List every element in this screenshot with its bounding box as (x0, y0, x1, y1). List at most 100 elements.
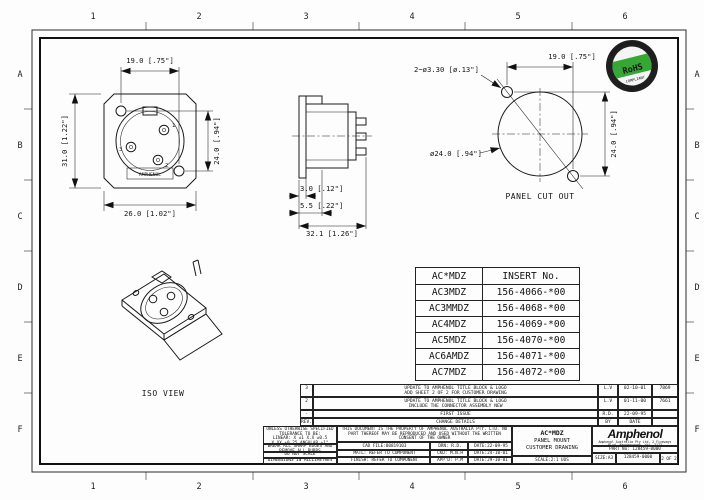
table-row: AC4MDZ 156-4069-*00 (415, 316, 580, 333)
checked-by: CKD: M.N.H (430, 450, 468, 457)
table-row: AC6AMDZ 156-4071-*00 (415, 348, 580, 365)
dim-flange-thickness: 3.0 [.12"] (300, 184, 343, 193)
company-logo-box: Amphenol Amphenol Australia Pty Ltd, 2 F… (592, 426, 678, 446)
company-address: Amphenol Australia Pty Ltd, 2 Fiveways B… (598, 439, 672, 446)
zone-row-label: C (17, 212, 22, 222)
front-view: 1 2 3 AMPHENOL 19.0 [.75"] 31.0 [1.22"] … (60, 56, 221, 218)
zone-row-label: E (694, 354, 699, 364)
dim-step: 5.5 [.22"] (300, 201, 343, 210)
dim-cutout-pitch-v: 24.0 [.94"] (609, 110, 618, 158)
rev-details: UPDATE TO AMPHENOL TITLE BLOCK & LOGO IN… (313, 397, 598, 410)
property-note: THIS DOCUMENT IS THE PROPERTY OF AMPHENO… (337, 426, 512, 442)
side-view: 3.0 [.12"] 5.5 [.22"] 32.1 [1.26"] (289, 95, 372, 238)
zone-row-label: D (694, 283, 699, 293)
table-row: AC3MDZ 156-4066-*00 (415, 284, 580, 301)
cutout-hole (567, 170, 579, 182)
pin-1 (158, 124, 170, 136)
rev-ecn: 7661 (652, 397, 678, 410)
rev-details-line1: UPDATE TO AMPHENOL TITLE BLOCK & LOGO (404, 386, 507, 391)
scale-note: SCALE:2:1 UOS (512, 456, 592, 464)
zone-col-label: 5 (515, 482, 520, 492)
zone-col-label: 4 (409, 482, 414, 492)
zone-row-label: F (17, 425, 22, 435)
zone-col-label: 6 (622, 482, 627, 492)
brand-label: AMPHENOL (139, 172, 161, 178)
cad-file: CAD FILE:00819103 (337, 442, 430, 450)
revision-block: 3 UPDATE TO AMPHENOL TITLE BLOCK & LOGO … (300, 384, 678, 426)
material-note: MATL: REFER TO COMPONENT (337, 450, 430, 457)
pin-2 (152, 154, 164, 166)
drawn-date: DATE:22-09-95 (468, 442, 512, 450)
revision-row: 3 UPDATE TO AMPHENOL TITLE BLOCK & LOGO … (300, 384, 678, 397)
rohs-stamp: RoHS COMPLIANT AMPHENOL AUSTRALIA 2002/9… (606, 37, 658, 92)
pin-3-label: 3 (119, 147, 122, 153)
iso-view-label: ISO VIEW (142, 389, 185, 398)
company-logo: Amphenol (607, 427, 663, 441)
zone-row-label: A (694, 70, 699, 80)
zone-col-label: 2 (196, 12, 201, 22)
tolerance-box: UNLESS OTHERWISE SPECIFIED TOLERANCE TO … (263, 426, 337, 444)
model-cell: AC3MDZ (415, 284, 483, 301)
mounting-hole (115, 105, 127, 117)
model-cell: AC5MDZ (415, 332, 483, 349)
table-row: AC3MMDZ 156-4068-*00 (415, 300, 580, 317)
insert-cell: 156-4066-*00 (482, 284, 580, 301)
rev-details-line2: INCLUDE THE CONNECTOR ASSEMBLY NEW (408, 404, 503, 410)
rev-no: 3 (300, 384, 313, 397)
model-cell: AC3MMDZ (415, 300, 483, 317)
sheet-border (24, 22, 694, 480)
insert-cell: 156-4070-*00 (482, 332, 580, 349)
zone-row-label: F (694, 425, 699, 435)
dim-cutout-diameter: ø24.0 [.94"] (430, 149, 482, 158)
insert-cell: 156-4068-*00 (482, 300, 580, 317)
zone-col-label: 2 (196, 482, 201, 492)
drawing-title-line3: CUSTOMER DRAWING (526, 445, 578, 452)
dim-hole-pitch-h: 19.0 [.75"] (126, 56, 174, 65)
insert-cell: 156-4072-*00 (482, 364, 580, 381)
rev-ecn (652, 410, 678, 418)
zone-row-label: B (694, 141, 699, 151)
tolerance-line: TOLERANCE TO BE: (279, 431, 321, 437)
drawing-title-line1: AC*MDZ (540, 429, 564, 437)
title-block: UNLESS OTHERWISE SPECIFIED TOLERANCE TO … (263, 426, 678, 464)
zone-labels: 1 2 3 4 5 6 1 2 3 4 5 6 A B C D E F A B … (17, 12, 699, 492)
zone-row-label: E (17, 354, 22, 364)
dim-cutout-pitch-h: 19.0 [.75"] (548, 52, 596, 61)
table-row: AC5MDZ 156-4070-*00 (415, 332, 580, 349)
pin-1-label: 1 (172, 123, 175, 129)
zone-col-label: 4 (409, 12, 414, 22)
rev-by: L.V (598, 397, 618, 410)
rohs-compliant-label: COMPLIANT (625, 75, 646, 84)
zone-col-label: 1 (90, 482, 95, 492)
tolerance-line: LINEAR: X ±1 X.X ±0.5 (272, 436, 328, 441)
drawing-number: 128459-0000 (616, 453, 660, 464)
insert-table-header-insert: INSERT No. (482, 267, 580, 285)
revision-row: - FIRST ISSUE R.D. 22-09-95 (300, 410, 678, 418)
model-cell: AC4MDZ (415, 316, 483, 333)
insert-cell: 156-4071-*00 (482, 348, 580, 365)
insert-cell: 156-4069-*00 (482, 316, 580, 333)
zone-col-label: 1 (90, 12, 95, 22)
drawing-title-line2: PANEL MOUNT (534, 437, 570, 444)
panel-cutout-label: PANEL CUT OUT (505, 192, 574, 201)
pin-3 (125, 141, 137, 153)
dimensions-note: DIMENSIONS IN MILLIMETRES (263, 458, 337, 464)
rev-details: UPDATE TO AMPHENOL TITLE BLOCK & LOGO AD… (313, 384, 598, 397)
mounting-hole (173, 165, 185, 177)
dim-cutout-holes: 2~ø3.30 [ø.13"] (414, 65, 479, 74)
rev-header-no: REV. (300, 418, 313, 426)
insert-table-header-model: AC*MDZ (415, 267, 483, 285)
sheet-size: SIZE:A3 (592, 453, 616, 464)
rev-header-date: DATE (618, 418, 652, 426)
tolerance-line: UNLESS OTHERWISE SPECIFIED (266, 427, 334, 432)
rev-header-ecn (652, 418, 678, 426)
zone-row-label: A (17, 70, 22, 80)
rev-details: FIRST ISSUE (313, 410, 598, 418)
approved-by: APP'D: P.M (430, 457, 468, 464)
rev-by: R.D. (598, 410, 618, 418)
table-row: AC7MDZ 156-4072-*00 (415, 364, 580, 381)
drawing-title: AC*MDZ PANEL MOUNT CUSTOMER DRAWING (512, 426, 592, 456)
insert-table: AC*MDZ INSERT No. AC3MDZ 156-4066-*00 AC… (415, 267, 580, 381)
